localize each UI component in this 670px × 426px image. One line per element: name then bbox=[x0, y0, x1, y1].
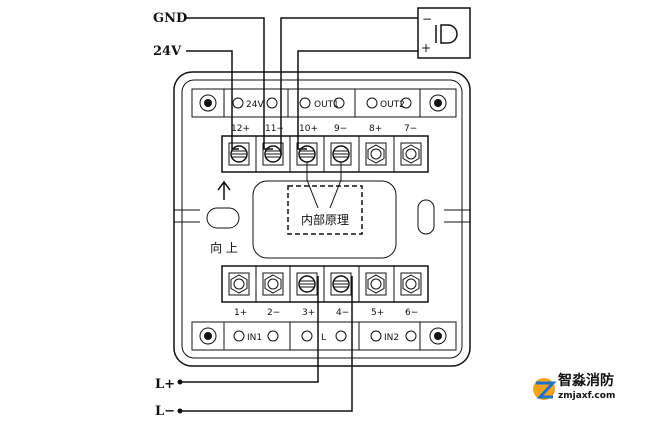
watermark-url: zmjaxf.com bbox=[558, 391, 615, 401]
up-label: 向 上 bbox=[210, 240, 238, 255]
v24-label: 24V bbox=[153, 44, 182, 59]
device-minus-label: − bbox=[422, 12, 432, 26]
top-terminal-label: 12+ bbox=[231, 124, 250, 134]
module-body bbox=[173, 71, 471, 367]
screw-top-left bbox=[199, 94, 217, 112]
top-group-label-out1: OUT1 bbox=[314, 100, 339, 110]
top-group-dot bbox=[299, 97, 311, 109]
bottom-group-dot bbox=[370, 330, 382, 342]
top-terminal-screw-8 bbox=[365, 142, 387, 166]
module-inner-border bbox=[181, 79, 463, 359]
external-device-box bbox=[417, 7, 471, 59]
screw-top-right bbox=[429, 94, 447, 112]
buzzer-icon bbox=[435, 24, 458, 44]
top-terminal-screw-9 bbox=[330, 142, 352, 166]
bottom-terminal-screw-2 bbox=[262, 272, 284, 296]
bottom-group-dot bbox=[233, 330, 245, 342]
wire-l-minus bbox=[180, 276, 353, 412]
top-terminal-screw-7 bbox=[400, 142, 422, 166]
bottom-group-label-l: L bbox=[321, 333, 326, 343]
watermark-name: 智淼消防 bbox=[557, 372, 614, 389]
top-terminal-label: 8+ bbox=[369, 124, 382, 134]
bottom-terminal-screw-5 bbox=[365, 272, 387, 296]
internal-principle-box bbox=[287, 185, 363, 235]
bottom-group-dot bbox=[301, 330, 313, 342]
top-terminal-label: 7− bbox=[404, 124, 417, 134]
top-terminal-label: 9− bbox=[334, 124, 347, 134]
top-group-dot bbox=[366, 97, 378, 109]
top-group-label-out2: OUT2 bbox=[380, 100, 405, 110]
wires bbox=[177, 17, 418, 414]
gnd-label: GND bbox=[153, 11, 187, 26]
bottom-label-strip bbox=[191, 321, 457, 351]
wire-l-plus bbox=[180, 276, 319, 383]
bottom-terminal-screw-4 bbox=[330, 272, 352, 296]
top-label-strip bbox=[191, 88, 457, 118]
wire-device-plus bbox=[297, 50, 418, 150]
wire-internal-2 bbox=[329, 162, 342, 209]
watermark-logo bbox=[533, 378, 557, 400]
top-group-dot bbox=[400, 97, 412, 109]
up-arrow-icon bbox=[217, 180, 231, 200]
device-plus-label: + bbox=[421, 41, 431, 55]
screw-bottom-right bbox=[429, 327, 447, 345]
top-terminal-screw-11 bbox=[262, 142, 284, 166]
top-terminal-block bbox=[221, 135, 429, 173]
l-minus-label: L− bbox=[155, 404, 175, 419]
wire-24v bbox=[186, 50, 239, 150]
top-group-dot bbox=[333, 97, 345, 109]
wire-internal-1 bbox=[306, 162, 319, 209]
internal-principle-label: 内部原理 bbox=[301, 212, 349, 227]
left-mount-slot bbox=[206, 207, 240, 229]
top-group-dot bbox=[266, 97, 278, 109]
bottom-terminal-label: 2− bbox=[267, 308, 280, 318]
left-notch bbox=[174, 209, 200, 223]
bottom-group-dot bbox=[335, 330, 347, 342]
screw-bottom-left bbox=[199, 327, 217, 345]
right-mount-slot bbox=[417, 199, 435, 235]
bottom-terminal-block bbox=[221, 265, 429, 303]
top-terminal-label: 10+ bbox=[299, 124, 318, 134]
top-terminal-screw-10 bbox=[296, 142, 318, 166]
bottom-terminal-screw-1 bbox=[228, 272, 250, 296]
wire-gnd bbox=[186, 17, 273, 150]
wire-device-minus bbox=[280, 17, 418, 155]
right-notch bbox=[444, 209, 470, 223]
center-window bbox=[252, 180, 397, 259]
top-terminal-label: 11− bbox=[265, 124, 284, 134]
bottom-terminal-label: 5+ bbox=[371, 308, 384, 318]
bottom-group-label-in1: IN1 bbox=[247, 333, 262, 343]
bottom-terminal-screw-6 bbox=[400, 272, 422, 296]
l-plus-label: L+ bbox=[155, 377, 175, 392]
bottom-terminal-screw-3 bbox=[296, 272, 318, 296]
bottom-group-dot bbox=[405, 330, 417, 342]
top-group-label-24v: 24V bbox=[246, 100, 264, 110]
bottom-terminal-label: 4− bbox=[336, 308, 349, 318]
bottom-terminal-label: 6− bbox=[405, 308, 418, 318]
bottom-terminal-label: 1+ bbox=[234, 308, 247, 318]
top-group-dot bbox=[232, 97, 244, 109]
bottom-group-dot bbox=[267, 330, 279, 342]
bottom-group-label-in2: IN2 bbox=[384, 333, 399, 343]
bottom-terminal-label: 3+ bbox=[302, 308, 315, 318]
top-terminal-screw-12 bbox=[228, 142, 250, 166]
